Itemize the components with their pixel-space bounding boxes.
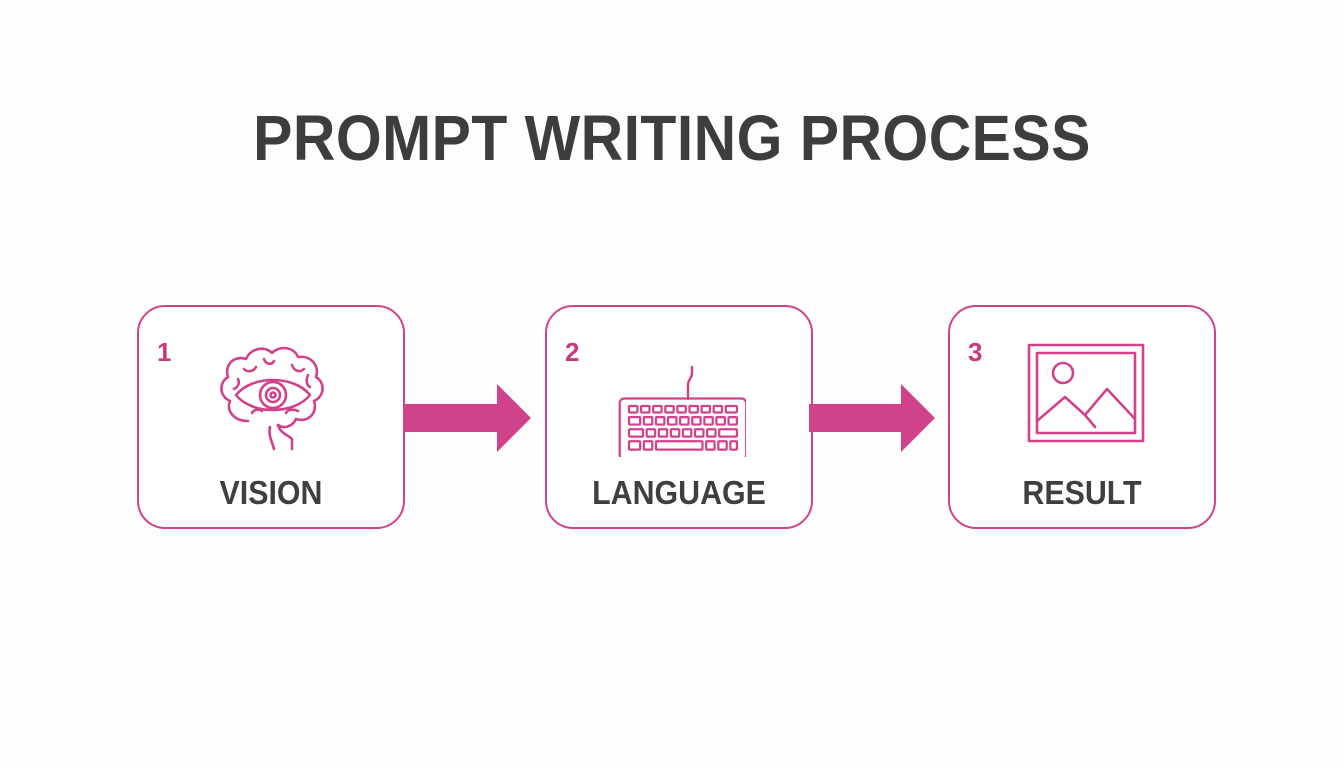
- step-label: LANGUAGE: [592, 474, 766, 511]
- diagram-title: PROMPT WRITING PROCESS: [253, 102, 1091, 174]
- brain-eye-icon: [208, 339, 338, 457]
- step-label: RESULT: [1022, 474, 1142, 511]
- keyboard-icon: [616, 339, 746, 457]
- right-arrow-icon: [809, 382, 937, 454]
- step-number: 2: [565, 337, 580, 367]
- step-box-vision: 1 VISION: [137, 305, 405, 529]
- step-box-language: 2: [545, 305, 813, 529]
- step-number: 3: [968, 337, 983, 367]
- step-box-result: 3 RESULT: [948, 305, 1216, 529]
- right-arrow-icon: [405, 382, 533, 454]
- step-number: 1: [157, 337, 172, 367]
- image-icon: [1019, 339, 1149, 457]
- step-label: VISION: [219, 474, 323, 511]
